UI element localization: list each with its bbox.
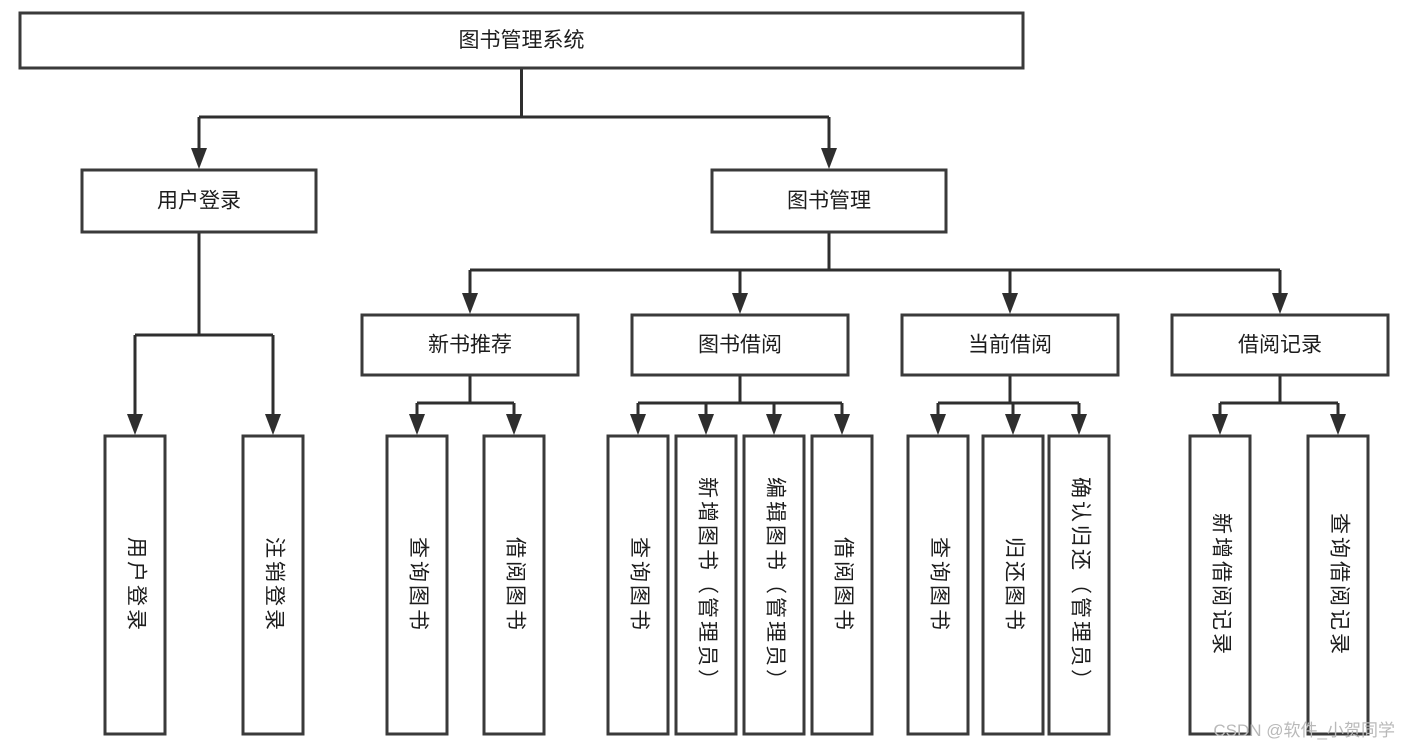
connector-group-user-login <box>127 232 281 435</box>
arrow-head-icon <box>1071 414 1087 435</box>
node-box[interactable] <box>103 434 167 736</box>
node-box[interactable] <box>810 434 874 736</box>
node-current-borrow[interactable]: 当前借阅 <box>900 313 1120 377</box>
arrow-head-icon <box>1212 414 1228 435</box>
node-leaf-query-book-1[interactable]: 查询图书 <box>385 434 449 736</box>
node-label: 查询借阅记录 <box>1327 513 1350 657</box>
node-label: 编辑图书（管理员） <box>763 477 786 693</box>
node-label: 图书借阅 <box>698 334 782 357</box>
node-label: 新增图书（管理员） <box>695 477 718 693</box>
node-label: 借阅图书 <box>831 537 854 633</box>
node-box[interactable] <box>1188 434 1252 736</box>
node-label: 查询图书 <box>927 537 950 633</box>
node-box[interactable] <box>674 434 738 736</box>
arrow-head-icon <box>630 414 646 435</box>
node-box[interactable] <box>360 313 580 377</box>
node-label: 新书推荐 <box>428 334 512 357</box>
node-box[interactable] <box>1047 434 1111 736</box>
node-root[interactable]: 图书管理系统 <box>18 11 1025 70</box>
node-label: 借阅记录 <box>1238 334 1322 357</box>
node-leaf-user-login[interactable]: 用户登录 <box>103 434 167 736</box>
node-leaf-logout[interactable]: 注销登录 <box>241 434 305 736</box>
arrow-head-icon <box>930 414 946 435</box>
node-box[interactable] <box>80 168 318 234</box>
arrow-head-icon <box>1005 414 1021 435</box>
arrow-head-icon <box>1272 293 1288 314</box>
node-leaf-add-book[interactable]: 新增图书（管理员） <box>674 434 738 736</box>
node-label: 当前借阅 <box>968 334 1052 357</box>
node-label: 用户登录 <box>124 537 147 633</box>
arrow-head-icon <box>834 414 850 435</box>
node-leaf-query-record[interactable]: 查询借阅记录 <box>1306 434 1370 736</box>
node-box[interactable] <box>606 434 670 736</box>
node-label: 查询图书 <box>627 537 650 633</box>
connector-group-book-manage <box>462 232 1288 314</box>
arrow-head-icon <box>462 293 478 314</box>
node-box[interactable] <box>385 434 449 736</box>
node-box[interactable] <box>1170 313 1390 377</box>
node-book-borrow[interactable]: 图书借阅 <box>630 313 850 377</box>
connector-group-book-borrow <box>630 375 850 435</box>
node-user-login[interactable]: 用户登录 <box>80 168 318 234</box>
node-label: 归还图书 <box>1002 537 1025 633</box>
node-label: 借阅图书 <box>503 537 526 633</box>
node-label: 用户登录 <box>157 190 241 213</box>
arrow-head-icon <box>127 414 143 435</box>
node-layer: 图书管理系统用户登录图书管理新书推荐图书借阅当前借阅借阅记录用户登录注销登录查询… <box>18 11 1390 736</box>
node-label: 确认归还（管理员） <box>1068 477 1091 693</box>
connector-group-current-borrow <box>930 375 1087 435</box>
arrow-head-icon <box>265 414 281 435</box>
node-leaf-query-book-3[interactable]: 查询图书 <box>906 434 970 736</box>
arrow-head-icon <box>821 148 837 169</box>
node-label: 图书管理 <box>787 190 871 213</box>
node-book-manage[interactable]: 图书管理 <box>710 168 948 234</box>
arrow-head-icon <box>191 148 207 169</box>
node-label: 查询图书 <box>406 537 429 633</box>
arrow-head-icon <box>698 414 714 435</box>
arrow-head-icon <box>1002 293 1018 314</box>
node-box[interactable] <box>18 11 1025 70</box>
node-box[interactable] <box>241 434 305 736</box>
node-box[interactable] <box>900 313 1120 377</box>
node-leaf-add-record[interactable]: 新增借阅记录 <box>1188 434 1252 736</box>
node-leaf-edit-book[interactable]: 编辑图书（管理员） <box>742 434 806 736</box>
node-leaf-confirm-return[interactable]: 确认归还（管理员） <box>1047 434 1111 736</box>
node-box[interactable] <box>906 434 970 736</box>
node-leaf-borrow-book-1[interactable]: 借阅图书 <box>482 434 546 736</box>
node-box[interactable] <box>630 313 850 377</box>
node-borrow-record[interactable]: 借阅记录 <box>1170 313 1390 377</box>
arrow-head-icon <box>409 414 425 435</box>
node-box[interactable] <box>710 168 948 234</box>
node-label: 新增借阅记录 <box>1209 513 1232 657</box>
arrow-head-icon <box>506 414 522 435</box>
node-label: 图书管理系统 <box>459 29 585 52</box>
node-box[interactable] <box>981 434 1045 736</box>
node-leaf-return-book[interactable]: 归还图书 <box>981 434 1045 736</box>
arrow-head-icon <box>732 293 748 314</box>
connector-layer <box>127 68 1346 435</box>
node-leaf-borrow-book-2[interactable]: 借阅图书 <box>810 434 874 736</box>
connector-group-root <box>191 68 837 169</box>
arrow-head-icon <box>1330 414 1346 435</box>
node-box[interactable] <box>482 434 546 736</box>
node-box[interactable] <box>1306 434 1370 736</box>
connector-group-new-book-rec <box>409 375 522 435</box>
node-label: 注销登录 <box>262 537 285 633</box>
arrow-head-icon <box>766 414 782 435</box>
node-box[interactable] <box>742 434 806 736</box>
node-new-book-rec[interactable]: 新书推荐 <box>360 313 580 377</box>
node-leaf-query-book-2[interactable]: 查询图书 <box>606 434 670 736</box>
connector-group-borrow-record <box>1212 375 1346 435</box>
